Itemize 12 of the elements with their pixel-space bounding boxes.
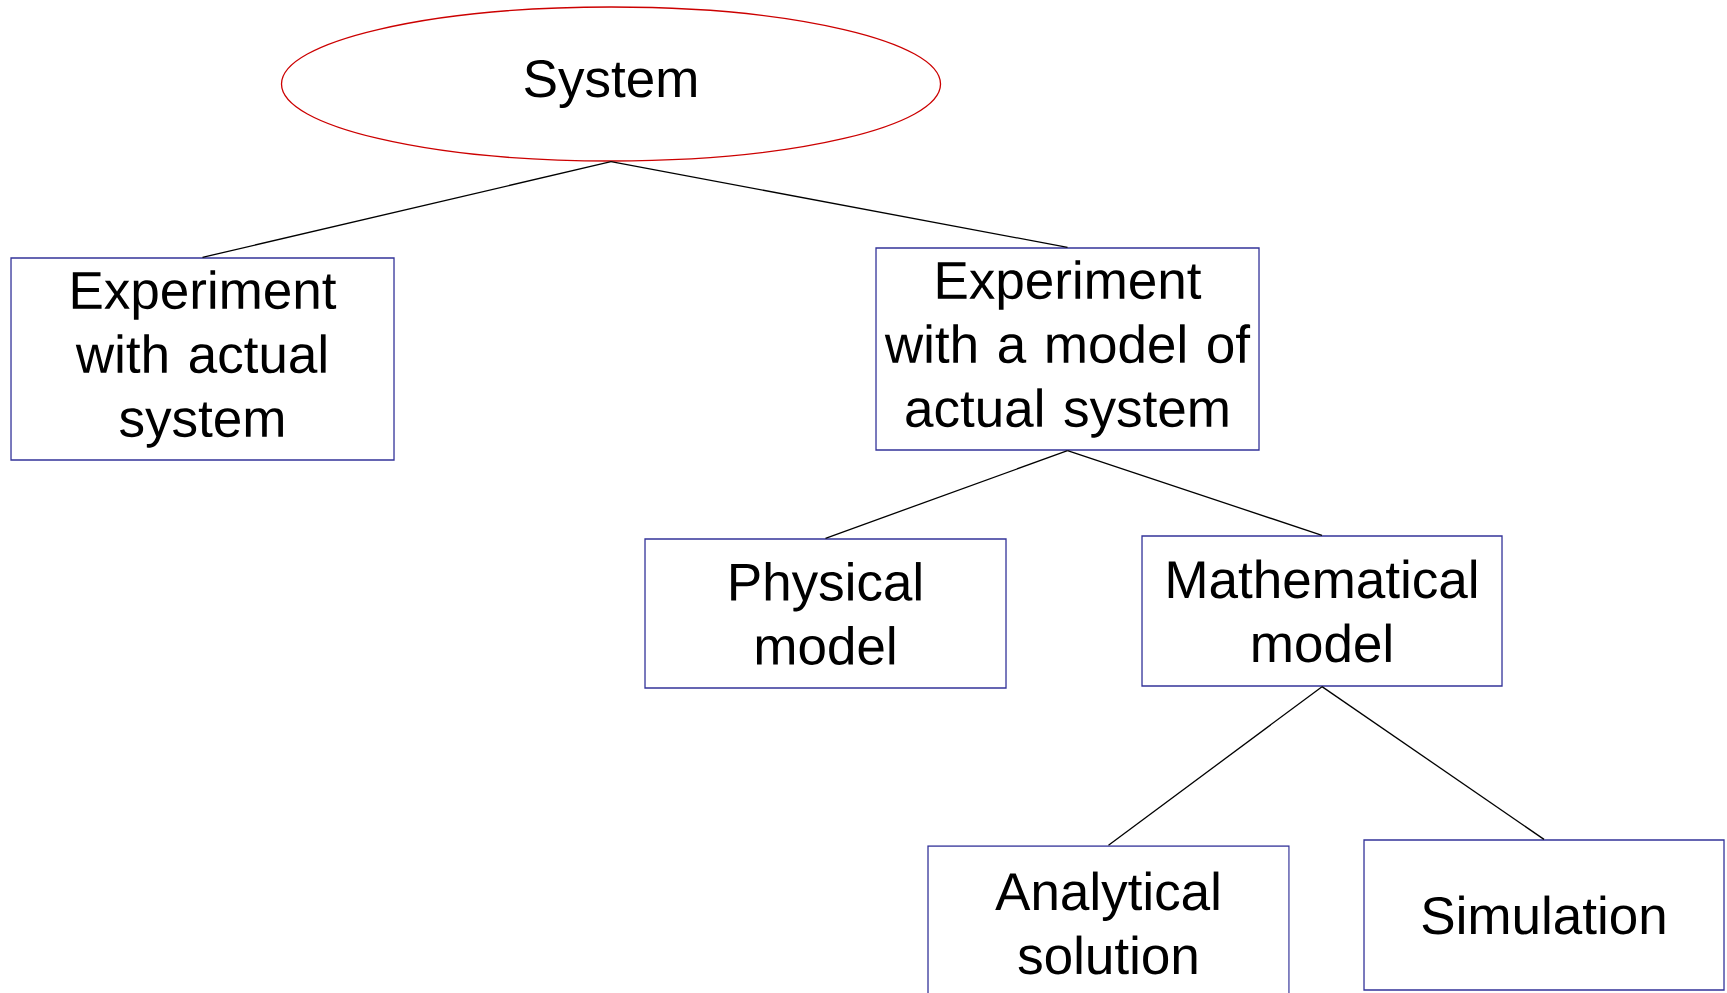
connector-line [201,161,612,258]
process-box: Mathematical model [1141,535,1503,687]
process-box: Analytical solution [927,845,1290,993]
process-box: Simulation [1363,839,1725,991]
connector-line [1321,686,1545,840]
connector-line [1066,450,1323,536]
connector-line [824,450,1069,539]
connector-line [610,161,1069,248]
process-box: Physical model [644,538,1007,689]
process-box: Experiment with actual system [10,257,395,461]
process-box: Experiment with a model of actual system [875,247,1260,451]
connector-line [1107,686,1323,846]
